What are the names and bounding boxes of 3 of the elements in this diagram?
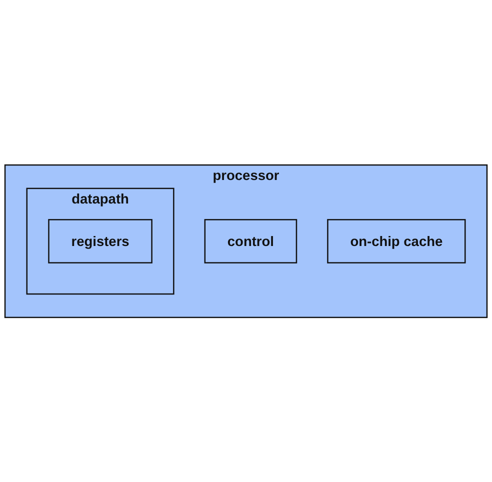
node-box: on-chip cache [327, 218, 466, 264]
node-box: control [204, 218, 298, 264]
node-box: registers [48, 218, 152, 264]
